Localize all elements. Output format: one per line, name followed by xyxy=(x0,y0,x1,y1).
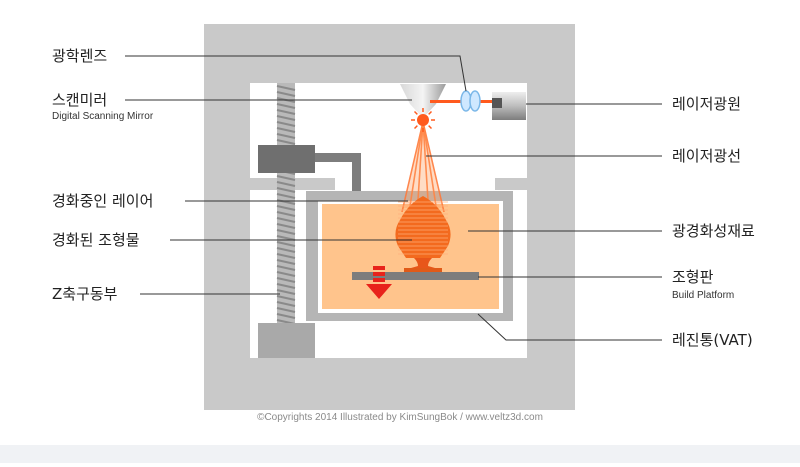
laser-beam-line xyxy=(422,121,445,213)
screw-thread xyxy=(276,139,296,145)
screw-thread xyxy=(276,211,296,217)
label-photopolymer: 광경화성재료 xyxy=(672,222,755,240)
spark-ray xyxy=(428,110,433,115)
screw-thread xyxy=(276,241,296,247)
label-laser-source: 레이저광원 xyxy=(672,95,742,113)
label-build-plate-en: Build Platform xyxy=(672,290,735,301)
screw-thread xyxy=(276,271,296,277)
screw-thread xyxy=(276,121,296,127)
screw-thread xyxy=(276,187,296,193)
screw-thread xyxy=(276,181,296,187)
screw-thread xyxy=(276,295,296,301)
screw-thread xyxy=(276,217,296,223)
screw-thread xyxy=(276,265,296,271)
screw-thread xyxy=(276,85,296,91)
callout-lines xyxy=(125,55,662,341)
screw-thread xyxy=(276,223,296,229)
label-z-axis: Z축구동부 xyxy=(52,285,118,303)
screw-thread xyxy=(276,175,296,181)
screw-thread xyxy=(276,109,296,115)
laser-beam-line xyxy=(417,121,424,201)
screw-thread xyxy=(276,103,296,109)
label-laser-beam: 레이저광선 xyxy=(672,147,742,165)
screw-thread xyxy=(276,115,296,121)
laser-beam-line xyxy=(401,121,424,213)
callout-resin-vat xyxy=(477,313,662,341)
screw-thread xyxy=(276,313,296,319)
spark-ray xyxy=(428,125,433,130)
screw-thread xyxy=(276,289,296,295)
label-curing-layer: 경화중인 레이어 xyxy=(52,192,154,210)
scan-mirror-head xyxy=(400,84,446,132)
label-optical-lens: 광학렌즈 xyxy=(52,47,108,65)
label-build-plate: 조형판 xyxy=(672,268,714,286)
spark-ray xyxy=(413,110,418,115)
screw-thread xyxy=(276,229,296,235)
optical-lens xyxy=(460,90,481,112)
screw-thread xyxy=(276,247,296,253)
cured-object xyxy=(395,196,451,273)
laser-beam-line xyxy=(422,121,429,201)
laser-beams xyxy=(401,121,445,213)
laser-source-head xyxy=(492,92,526,120)
down-arrow xyxy=(366,266,392,299)
screw-thread xyxy=(276,307,296,313)
screw-thread xyxy=(276,133,296,139)
label-scan-mirror: 스캔미러 xyxy=(52,91,108,109)
bottom-bar xyxy=(0,445,800,463)
screw-thread xyxy=(276,205,296,211)
screw-thread xyxy=(276,301,296,307)
laser-beam-line xyxy=(422,121,437,207)
label-resin-vat: 레진통(VAT) xyxy=(672,331,753,349)
spark-ray xyxy=(413,125,418,130)
screw-thread xyxy=(276,235,296,241)
callout-optical-lens xyxy=(125,55,467,92)
label-cured-object: 경화된 조형물 xyxy=(52,231,140,249)
copyright-text: ©Copyrights 2014 Illustrated by KimSungB… xyxy=(257,412,543,423)
laser-beam-cone xyxy=(404,122,442,208)
laser-beam-line xyxy=(409,121,424,207)
screw-thread xyxy=(276,277,296,283)
screw-thread xyxy=(276,253,296,259)
screw-thread xyxy=(276,193,296,199)
build-platform-plate xyxy=(352,272,479,280)
screw-thread xyxy=(276,91,296,97)
screw-thread xyxy=(276,283,296,289)
label-scan-mirror-en: Digital Scanning Mirror xyxy=(52,111,154,122)
screw-thread xyxy=(276,259,296,265)
screw-thread xyxy=(276,127,296,133)
